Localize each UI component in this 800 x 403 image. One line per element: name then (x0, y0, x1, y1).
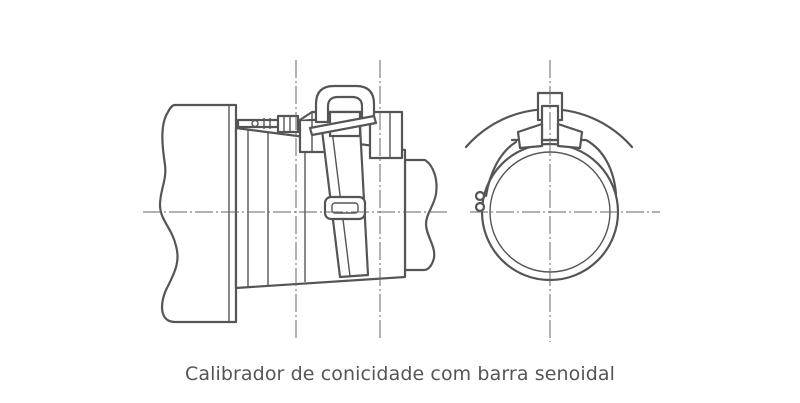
side-view (158, 84, 438, 324)
front-view-axes (470, 60, 660, 342)
sine-bar (308, 114, 378, 137)
front-view (464, 91, 634, 282)
small-shaft (403, 158, 438, 272)
probe-screw (236, 114, 300, 134)
strap-buckle (323, 195, 367, 221)
clamp-band (510, 138, 618, 196)
caption: Calibrador de conicidade com barra senoi… (184, 363, 616, 385)
large-shaft (158, 103, 238, 324)
side-hinge (474, 190, 486, 213)
side-view-axes (143, 60, 448, 340)
clamp-block (516, 91, 584, 150)
